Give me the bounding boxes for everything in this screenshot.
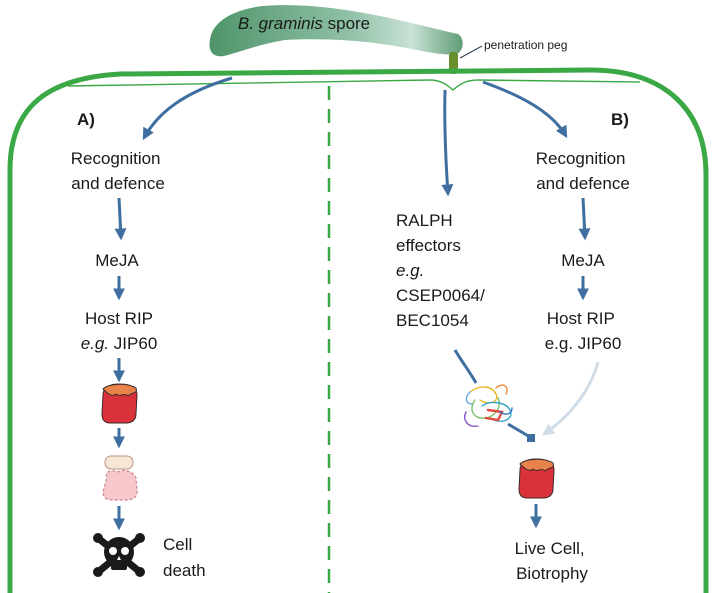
panel-b-label: B) [611, 110, 629, 129]
spore-label-rest: spore [323, 14, 370, 33]
arrow-b-peg-to-ralph [441, 89, 454, 197]
inactivated-protein-icon [102, 455, 138, 501]
active-rip-protein-icon [518, 458, 555, 499]
cell-membrane-inner [67, 79, 641, 91]
rip-protein-icon [101, 383, 138, 424]
arrow-b-rip-to-protein-faded [542, 361, 600, 436]
spore-label-italic: B. graminis [238, 14, 324, 33]
effector-protein-structure-icon [464, 384, 513, 427]
skull-crossbones-icon [93, 533, 145, 577]
arrow-b-wall-to-recognition [482, 80, 568, 139]
panel-a-jip60: e.g. JIP60 [81, 334, 158, 353]
panel-b-recognition: Recognition and defence [536, 149, 631, 193]
arrow-b-ralph-to-effector [453, 349, 478, 384]
spore: B. graminis spore [209, 5, 463, 57]
panel-b-outcome: Live Cell, Biotrophy [515, 539, 590, 583]
penetration-peg [449, 52, 458, 74]
panel-a-meja: MeJA [95, 251, 139, 270]
arrow-a-recognition-to-meja [114, 197, 127, 241]
arrow-a-wall-to-recognition [142, 76, 233, 141]
panel-b-ralph-effectors: RALPH effectors e.g. CSEP0064/ BEC1054 [396, 211, 490, 330]
arrow-b-recognition-to-meja [578, 197, 591, 241]
inhibit-effector-to-rip [507, 422, 531, 439]
panel-b-meja: MeJA [561, 251, 605, 270]
peg-label: penetration peg [484, 38, 567, 52]
panel-a-label: A) [77, 110, 95, 129]
panel-a-cell-death: Cell death [163, 535, 206, 580]
peg-pointer-line [459, 45, 483, 59]
panel-a-recognition: Recognition and defence [71, 149, 166, 193]
svg-text:B. graminis spore: B. graminis spore [238, 14, 370, 33]
inhibit-bar [527, 434, 535, 442]
panel-b-host-rip: Host RIP e.g. JIP60 [545, 309, 622, 353]
cell-wall-outer [7, 67, 709, 593]
panel-a-host-rip: Host RIP [85, 309, 153, 328]
